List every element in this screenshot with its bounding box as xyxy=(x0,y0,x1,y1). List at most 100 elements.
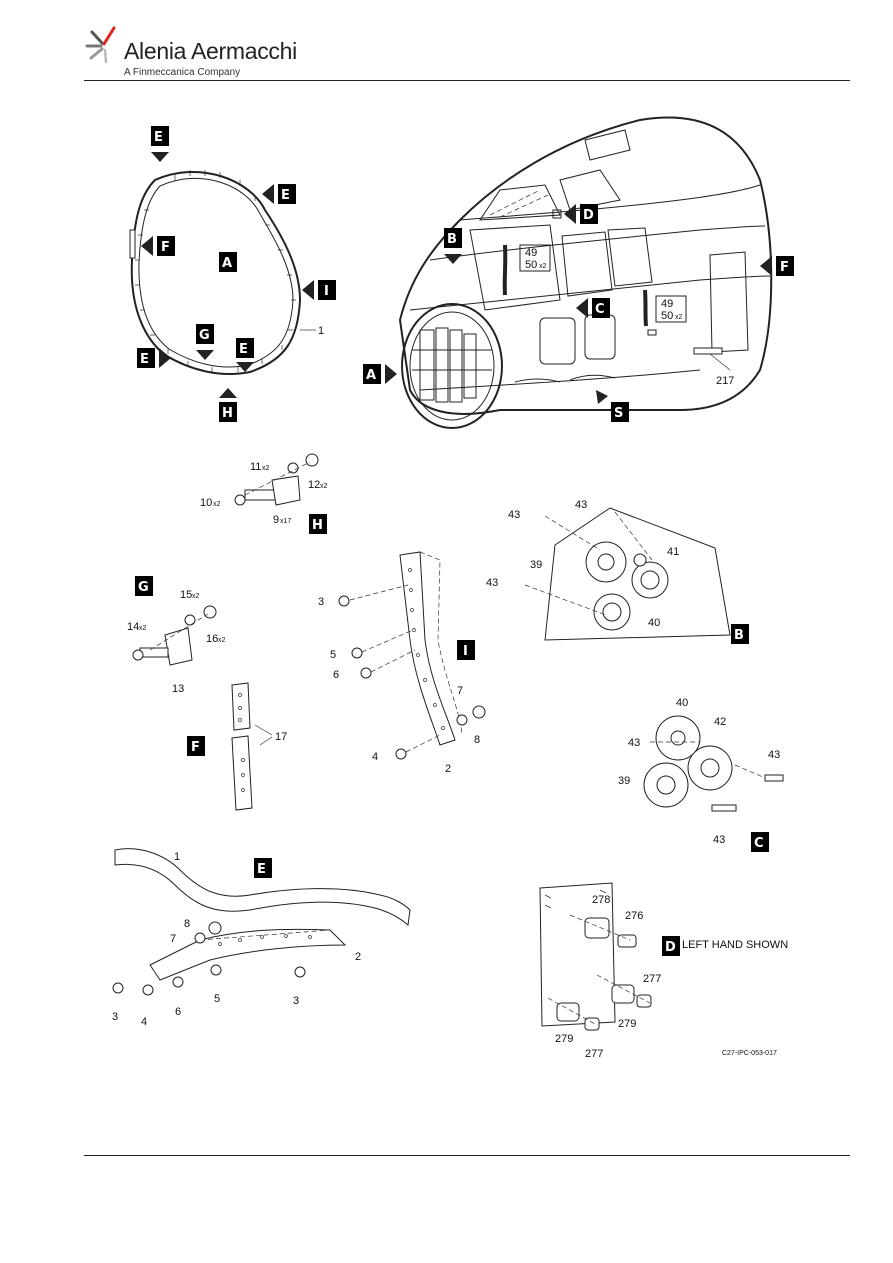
callout-8-i: 8 xyxy=(474,734,480,746)
callout-39-b: 39 xyxy=(530,559,542,571)
tag-e-ring-top: E xyxy=(151,126,169,162)
callout-43-b3: 43 xyxy=(486,577,498,589)
tag-g-detail: G xyxy=(135,576,153,596)
callout-217: 217 xyxy=(716,375,734,387)
svg-text:D: D xyxy=(583,208,594,223)
callout-278: 278 xyxy=(592,894,610,906)
tag-c-detail: C xyxy=(751,832,769,852)
tag-i-ring: I xyxy=(302,280,336,300)
svg-text:E: E xyxy=(140,352,149,367)
svg-text:E: E xyxy=(257,862,266,877)
callout-7-e: 7 xyxy=(170,933,176,945)
callout-41-b: 41 xyxy=(667,546,679,558)
nose-section-view: 49 50 x2 49 50 x2 217 xyxy=(398,116,773,429)
callout-277-a: 277 xyxy=(643,973,661,985)
callout-15: 15 xyxy=(180,589,192,601)
svg-text:F: F xyxy=(161,240,170,255)
callout-43-c1: 43 xyxy=(628,737,640,749)
detail-c: 40 42 43 43 39 43 xyxy=(618,697,784,846)
alenia-swirl-logo-icon xyxy=(85,26,116,64)
callout-8-e: 8 xyxy=(184,918,190,930)
page-header: Alenia Aermacchi A Finmeccanica Company xyxy=(84,22,850,82)
callout-277-b: 277 xyxy=(585,1048,603,1060)
svg-text:A: A xyxy=(222,256,232,271)
callout-43-c3: 43 xyxy=(713,834,725,846)
tag-h-detail: H xyxy=(309,514,327,534)
svg-text:F: F xyxy=(191,740,200,755)
tag-b-detail: B xyxy=(731,624,749,644)
svg-text:I: I xyxy=(324,284,329,299)
detail-b: 43 43 43 39 41 40 xyxy=(486,499,731,641)
brand-subtitle: A Finmeccanica Company xyxy=(124,67,241,78)
svg-text:H: H xyxy=(312,518,323,533)
detail-f: 17 xyxy=(231,682,287,811)
callout-4-i: 4 xyxy=(372,751,378,763)
svg-text:D: D xyxy=(665,940,676,955)
callout-43-c2: 43 xyxy=(768,749,780,761)
callout-50-b: 50 xyxy=(661,310,673,322)
detail-h: 11 x2 12 x2 10 x2 9 x17 xyxy=(200,453,328,526)
tag-d-detail: D xyxy=(662,936,680,956)
callout-7-i: 7 xyxy=(457,685,463,697)
callout-2-e: 2 xyxy=(355,951,361,963)
callout-6-e: 6 xyxy=(175,1006,181,1018)
tag-c-nose: C xyxy=(576,298,610,318)
header-rule xyxy=(84,80,850,81)
svg-text:G: G xyxy=(199,328,210,343)
callout-2-i: 2 xyxy=(445,763,451,775)
callout-9-x17: x17 xyxy=(280,518,291,525)
callout-49-a: 49 xyxy=(525,247,537,259)
callout-5-i: 5 xyxy=(330,649,336,661)
detail-g: 15 x2 14 x2 16 x2 13 xyxy=(127,589,226,695)
tag-e-detail: E xyxy=(254,858,272,878)
view-tags: E E F A I G E E H B D F A C S H G I B F … xyxy=(135,126,794,956)
tag-i-detail: I xyxy=(457,640,475,660)
svg-text:E: E xyxy=(281,188,290,203)
svg-text:C: C xyxy=(754,836,764,851)
tag-a-ring: A xyxy=(219,252,237,272)
callout-43-b2: 43 xyxy=(575,499,587,511)
callout-17: 17 xyxy=(275,731,287,743)
footer-rule xyxy=(84,1155,850,1156)
callout-6-i: 6 xyxy=(333,669,339,681)
detail-e: 1 8 7 2 3 4 6 5 3 xyxy=(112,848,411,1028)
callout-5-e: 5 xyxy=(214,993,220,1005)
tag-a-nose: A xyxy=(363,364,397,384)
callout-x2-a: x2 xyxy=(539,263,547,270)
callout-15-x2: x2 xyxy=(192,593,200,600)
callout-16-x2: x2 xyxy=(218,637,226,644)
tag-d-nose: D xyxy=(564,204,598,224)
callout-276: 276 xyxy=(625,910,643,922)
detail-i: 3 5 6 7 8 4 2 xyxy=(318,551,486,775)
callout-50-a: 50 xyxy=(525,259,537,271)
svg-text:I: I xyxy=(463,644,468,659)
callout-12-x2: x2 xyxy=(320,483,328,490)
callout-1-ring: 1 xyxy=(318,325,324,337)
svg-text:H: H xyxy=(222,406,233,421)
callout-4-e: 4 xyxy=(141,1016,147,1028)
tag-e-ring-right: E xyxy=(262,184,296,204)
callout-279-b: 279 xyxy=(555,1033,573,1045)
callout-40-c: 40 xyxy=(676,697,688,709)
callout-43-b1: 43 xyxy=(508,509,520,521)
brand-name: Alenia Aermacchi xyxy=(124,38,297,64)
tag-e-ring-left: E xyxy=(137,348,171,368)
callout-10: 10 xyxy=(200,497,212,509)
callout-12: 12 xyxy=(308,479,320,491)
svg-text:A: A xyxy=(366,368,376,383)
svg-text:F: F xyxy=(780,260,789,275)
tag-g-ring: G xyxy=(196,324,214,360)
callout-13: 13 xyxy=(172,683,184,695)
callout-14-x2: x2 xyxy=(139,625,147,632)
callout-3-i: 3 xyxy=(318,596,324,608)
figure-reference: C27-IPC-053-017 xyxy=(722,1050,777,1057)
callout-3-e2: 3 xyxy=(293,995,299,1007)
callout-14: 14 xyxy=(127,621,139,633)
tag-f-detail: F xyxy=(187,736,205,756)
left-hand-shown-note: LEFT HAND SHOWN xyxy=(682,939,788,951)
callout-10-x2: x2 xyxy=(213,501,221,508)
callout-42-c: 42 xyxy=(714,716,726,728)
detail-d: 278 276 277 279 279 277 LEFT HAND SHOWN xyxy=(539,882,788,1060)
callout-11-x2: x2 xyxy=(262,465,270,472)
